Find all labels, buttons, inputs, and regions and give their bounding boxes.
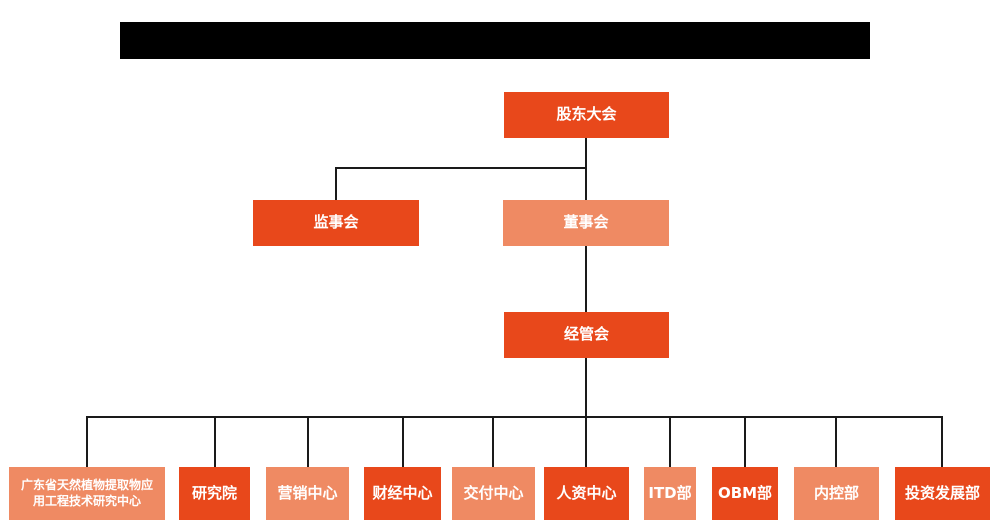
org-node-shareholders-meeting: 股东大会 — [504, 92, 669, 138]
org-node-marketing-center: 营销中心 — [266, 467, 349, 520]
connector-drop-obm-department — [744, 416, 746, 468]
org-node-board-of-directors: 董事会 — [503, 200, 669, 246]
connector-drop-investment-dev — [941, 416, 943, 468]
connector-drop-research-center — [86, 416, 88, 468]
org-node-hr-center: 人资中心 — [544, 467, 629, 520]
connector-drop-finance-center — [402, 416, 404, 468]
org-node-investment-development-department: 投资发展部 — [895, 467, 990, 520]
org-node-obm-department: OBM部 — [712, 467, 778, 520]
connector-board-to-management — [585, 246, 587, 312]
connector-level2-elbow — [335, 167, 587, 169]
connector-departments-bus — [86, 416, 943, 418]
connector-drop-marketing-center — [307, 416, 309, 468]
connector-root-vertical — [585, 138, 587, 200]
org-node-gd-plant-extract-research-center: 广东省天然植物提取物应用工程技术研究中心 — [9, 467, 165, 520]
org-node-supervisory-board: 监事会 — [253, 200, 419, 246]
connector-drop-itd-department — [669, 416, 671, 468]
connector-management-to-bus — [585, 358, 587, 468]
redacted-title-bar — [120, 22, 870, 59]
connector-drop-internal-control — [835, 416, 837, 468]
org-node-research-institute: 研究院 — [179, 467, 250, 520]
org-node-finance-center: 财经中心 — [364, 467, 441, 520]
org-node-itd-department: ITD部 — [644, 467, 696, 520]
org-node-internal-control-department: 内控部 — [794, 467, 879, 520]
connector-supervisory-drop — [335, 167, 337, 200]
connector-drop-delivery-center — [492, 416, 494, 468]
org-node-management-committee: 经管会 — [504, 312, 669, 358]
connector-drop-research-institute — [214, 416, 216, 468]
org-node-delivery-center: 交付中心 — [452, 467, 535, 520]
